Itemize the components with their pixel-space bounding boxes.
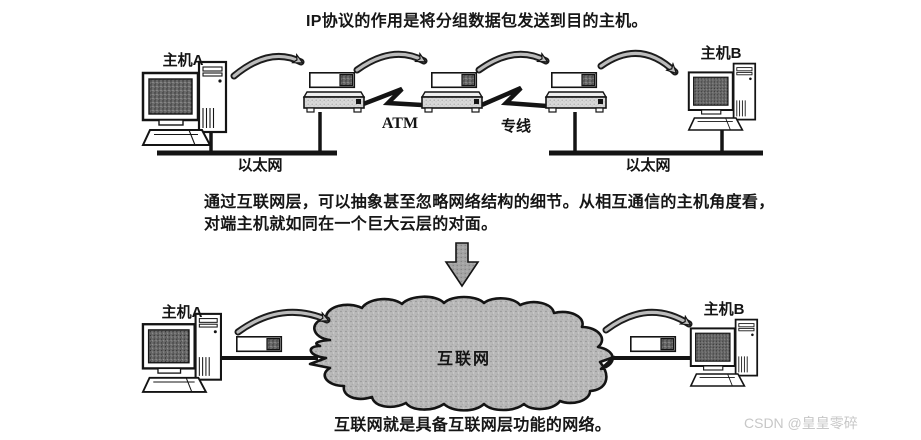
ethernet-right-label: 以太网 [625, 156, 670, 174]
atm-label: ATM [382, 115, 418, 132]
hop-arrow-out-of-cloud [602, 308, 693, 334]
host-a-computer-icon [141, 60, 228, 147]
hop-arrow-1 [230, 52, 305, 80]
host-a-label-bottom: 主机A [162, 303, 203, 321]
router3-icon [545, 91, 607, 113]
bottom-network-diagram: 主机A 主机B 互联网 [141, 295, 759, 412]
leased-line-label: 专线 [501, 117, 531, 135]
router1-icon [303, 91, 365, 113]
packet3-icon [550, 72, 598, 89]
host-b-label-top: 主机B [701, 44, 742, 62]
middle-paragraph-line2: 对端主机就如同在一个巨大云层的对面。 [204, 216, 498, 233]
hop-arrow-4 [597, 50, 679, 76]
leased-line-zigzag [481, 85, 549, 109]
hop-arrow-2 [353, 50, 428, 74]
packet1-icon [308, 72, 356, 89]
router2-icon [421, 91, 483, 113]
host-b-computer-icon [687, 62, 757, 132]
hop-arrow-3 [475, 50, 550, 74]
packet-right-icon [629, 335, 677, 353]
csdn-watermark: CSDN @皇皇零碎 [744, 415, 858, 431]
hop-arrow-into-cloud [234, 308, 331, 336]
ethernet-left-label: 以太网 [237, 156, 282, 174]
atm-link-zigzag [363, 86, 425, 108]
transition-down-arrow-icon [444, 242, 480, 288]
host-b-computer-icon-bottom [689, 318, 759, 388]
host-a-label-top: 主机A [163, 51, 204, 69]
internet-cloud-label: 互联网 [437, 350, 491, 368]
packet2-icon [430, 72, 478, 89]
host-a-computer-icon-bottom [141, 312, 223, 394]
figure-title: IP协议的作用是将分组数据包发送到目的主机。 [306, 13, 648, 30]
top-network-diagram: 主机A 主机B ATM 专线 以太网 以太网 [141, 44, 763, 174]
packet-left-icon [236, 335, 283, 353]
host-b-label-bottom: 主机B [704, 300, 745, 318]
middle-paragraph-line1: 通过互联网层，可以抽象甚至忽略网络结构的细节。从相互通信的主机角度看， [204, 194, 775, 211]
bottom-caption: 互联网就是具备互联网层功能的网络。 [334, 417, 612, 434]
internet-cloud-shape [308, 295, 616, 412]
